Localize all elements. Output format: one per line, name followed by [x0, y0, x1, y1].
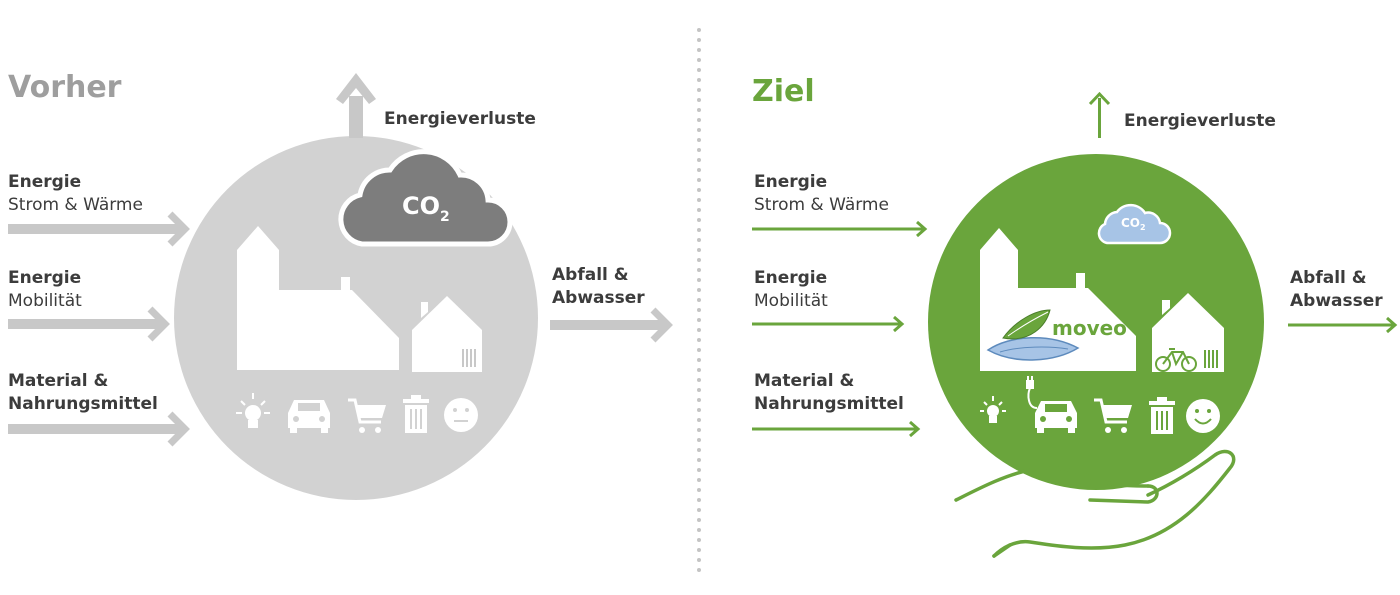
before-losses-arrow	[336, 73, 376, 138]
after-cloud-icon	[1097, 203, 1172, 245]
before-input-1-subtitle: Strom & Wärme	[8, 195, 143, 215]
before-trash-can-icon	[403, 395, 429, 433]
after-shopping-cart-icon	[1094, 398, 1132, 433]
after-co-text: CO	[1121, 216, 1141, 230]
after-lightbulb-icon	[980, 396, 1006, 423]
before-losses-label: Energieverluste	[384, 109, 536, 129]
after-co2-subscript: 2	[1140, 223, 1146, 232]
after-title: Ziel	[752, 74, 815, 109]
before-input-arrow-2	[8, 306, 170, 342]
hand-icon	[954, 449, 1236, 558]
after-input-2-subtitle: Mobilität	[754, 291, 828, 311]
after-input-3-title: Material &	[754, 371, 855, 391]
before-output-arrow	[550, 307, 673, 343]
before-input-1-title: Energie	[8, 172, 82, 192]
after-losses-arrow	[1088, 91, 1111, 138]
after-input-arrow-3	[752, 420, 921, 438]
after-input-arrow-2	[752, 315, 905, 333]
before-co2-label: CO2	[402, 192, 450, 231]
after-losses-label: Energieverluste	[1124, 111, 1276, 131]
after-input-3-subtitle: Nahrungsmittel	[754, 394, 904, 414]
after-input-1-subtitle: Strom & Wärme	[754, 195, 889, 215]
before-input-arrow-1	[8, 211, 190, 247]
before-radiator-icon	[462, 349, 476, 367]
before-title: Vorher	[8, 70, 122, 105]
after-output-line2: Abwasser	[1290, 291, 1383, 311]
before-input-3-title: Material &	[8, 371, 109, 391]
after-radiator-icon	[1204, 350, 1218, 368]
after-trash-can-icon	[1149, 397, 1175, 434]
before-house-icon	[412, 296, 482, 372]
after-co2-label: CO2	[1121, 216, 1146, 235]
before-factory-icon	[237, 226, 399, 370]
before-input-2-title: Energie	[8, 268, 82, 288]
before-car-icon	[288, 400, 330, 433]
after-input-2-title: Energie	[754, 268, 828, 288]
before-input-arrow-3	[8, 411, 190, 447]
before-output-line1: Abfall &	[552, 265, 629, 285]
before-co-text: CO	[402, 192, 441, 220]
after-output-arrow	[1288, 316, 1398, 334]
after-input-1-title: Energie	[754, 172, 828, 192]
before-input-2-subtitle: Mobilität	[8, 291, 82, 311]
after-smiley-face-icon	[1186, 399, 1220, 433]
after-bicycle-icon	[1155, 348, 1197, 372]
after-output-line1: Abfall &	[1290, 268, 1367, 288]
before-shopping-cart-icon	[348, 398, 386, 433]
before-lightbulb-icon	[236, 393, 270, 428]
before-co2-subscript: 2	[440, 209, 450, 225]
before-cloud-icon	[338, 149, 513, 247]
after-electric-car-icon	[1026, 376, 1077, 433]
before-output-line2: Abwasser	[552, 288, 645, 308]
before-neutral-face-icon	[444, 398, 478, 432]
moveo-logo	[986, 309, 1080, 361]
after-input-arrow-1	[752, 220, 928, 238]
moveo-logo-text: moveo	[1052, 316, 1127, 340]
before-input-3-subtitle: Nahrungsmittel	[8, 394, 158, 414]
